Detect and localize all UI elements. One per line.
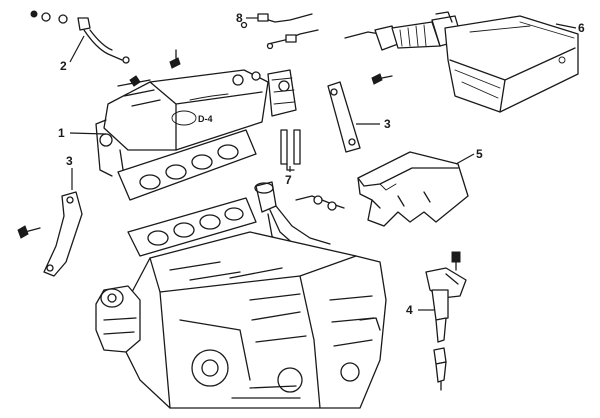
engine-block: [119, 231, 387, 409]
ignition-coil: [425, 267, 467, 343]
callout-3-right: 3: [384, 117, 391, 131]
callout-1: 1: [58, 126, 65, 140]
sensor-with-harness: [30, 10, 130, 64]
manifold-stay-right: [327, 81, 361, 153]
leader-5: [455, 153, 475, 165]
manifold-stay-left: [43, 191, 83, 277]
air-cleaner-assembly: [344, 11, 579, 113]
leader-lines: [69, 17, 577, 311]
leader-6: [555, 23, 577, 29]
leader-2: [69, 35, 85, 63]
callout-4: 4: [406, 303, 413, 317]
leader-1: [69, 132, 107, 135]
throttle-cables: [240, 13, 319, 50]
callout-2: 2: [60, 59, 67, 73]
callout-8: 8: [236, 11, 243, 25]
spark-plug: [433, 347, 447, 391]
callout-5: 5: [476, 147, 483, 161]
alternator: [95, 285, 141, 353]
manifold-gasket: [117, 129, 257, 201]
callout-3-left: 3: [66, 154, 73, 168]
callout-7: 7: [285, 173, 292, 187]
callout-6: 6: [578, 21, 585, 35]
callout-labels: 1 2 3 3 4 5 6 7 8: [58, 11, 585, 317]
intake-manifold: D-4: [95, 69, 297, 177]
intake-spacer-gasket: [127, 197, 257, 257]
stud-bolts: [280, 129, 301, 171]
engine-cover-insulator: [357, 151, 469, 227]
bolt-icons: [17, 49, 461, 271]
manifold-logo-emblem: D-4: [198, 114, 213, 124]
